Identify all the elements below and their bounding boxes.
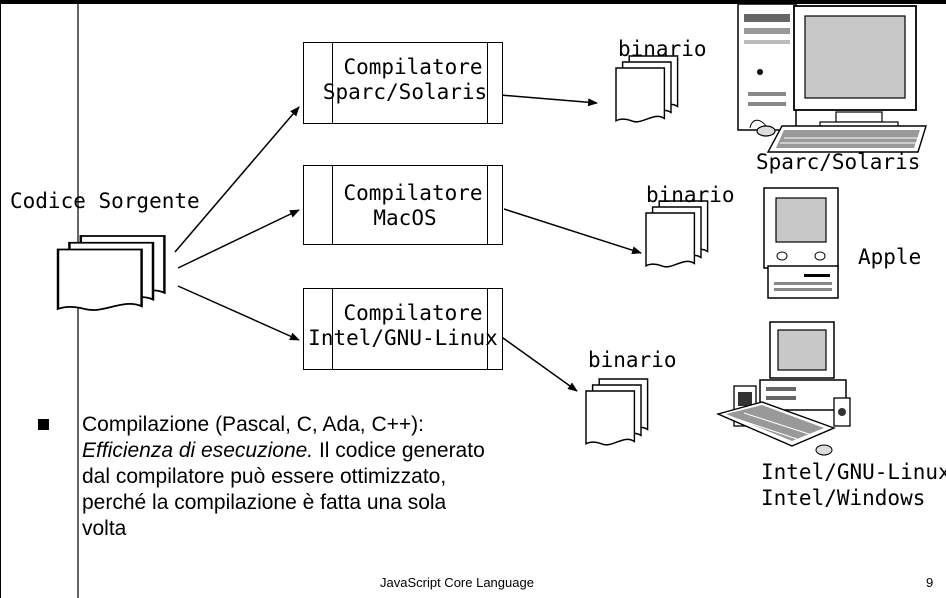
page-number: 9 — [926, 575, 934, 590]
binary-label: binario — [588, 348, 677, 372]
compiler-box-intel: Compilatore Intel/GNU-Linux — [303, 288, 503, 370]
binary-document-icon — [615, 55, 679, 123]
top-rule — [0, 0, 946, 4]
bullet-line: volta — [82, 517, 127, 540]
compiler-box-line1: Compilatore — [343, 181, 483, 205]
bullet-marker — [38, 419, 49, 430]
bullet-line-rest: Il codice generato — [313, 439, 485, 462]
arrow-sparc-to-binary — [499, 94, 598, 107]
compiler-box-macos: Compilatore MacOS — [303, 165, 503, 245]
footer-title: JavaScript Core Language — [380, 575, 534, 590]
platform-label-linux: Intel/GNU-Linux — [761, 460, 946, 484]
source-code-label: Codice Sorgente — [10, 189, 200, 213]
bullet-italic-text: Efficienza di esecuzione. — [82, 439, 314, 462]
binary-label: binario — [646, 183, 735, 207]
compiler-box-sparc: Compilatore Sparc/Solaris — [303, 42, 503, 124]
source-document-icon — [56, 234, 166, 312]
arrow-intel-to-binary — [495, 332, 578, 392]
bullet-text: Compilazione (Pascal, C, Ada, C++): Effi… — [82, 412, 762, 542]
intel-pc-icon — [715, 321, 851, 456]
arrow-macos-to-binary — [503, 208, 642, 255]
binary-label: binario — [618, 37, 707, 61]
compiler-box-line1: Compilatore — [343, 55, 483, 79]
arrow-to-intel-compiler — [177, 285, 300, 341]
platform-label-windows: Intel/Windows — [761, 486, 926, 510]
arrow-to-macos-compiler — [177, 209, 300, 269]
compiler-box-line2: MacOS — [373, 206, 437, 230]
bullet-line: Efficienza di esecuzione. Il codice gene… — [82, 438, 762, 464]
compiler-box-line2: Sparc/Solaris — [322, 80, 488, 104]
binary-document-icon — [645, 200, 709, 268]
bullet-line: Compilazione (Pascal, C, Ada, C++): — [82, 413, 424, 436]
bullet-line: dal compilatore può essere ottimizzato, — [82, 465, 447, 488]
workstation-tower-icon — [737, 3, 927, 153]
bullet-line: perché la compilazione è fatta una sola — [82, 491, 447, 514]
platform-label-apple: Apple — [858, 245, 922, 269]
compiler-box-line2: Intel/GNU-Linux — [308, 326, 498, 350]
platform-label-sparc: Sparc/Solaris — [756, 150, 921, 174]
compiler-box-line1: Compilatore — [343, 301, 483, 325]
apple-computer-icon — [763, 187, 839, 299]
arrow-to-sparc-compiler — [174, 106, 300, 253]
